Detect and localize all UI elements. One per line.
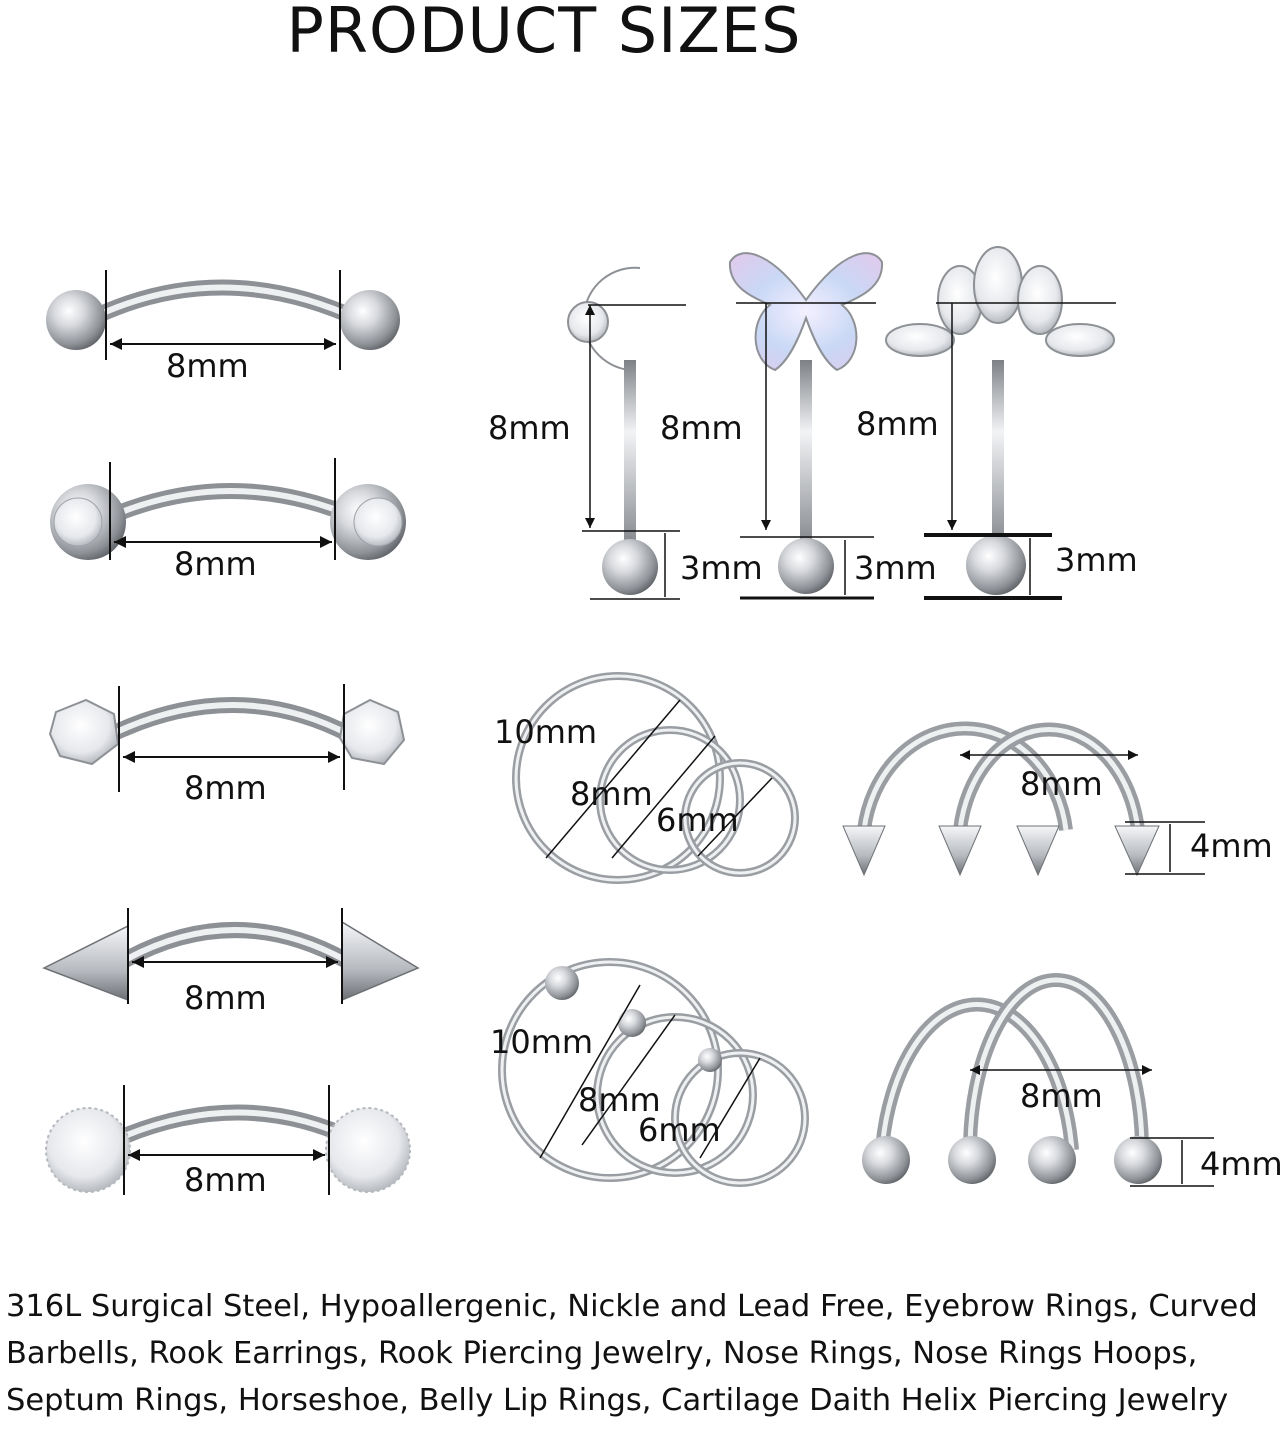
ball-horseshoe-width-label: 8mm [1020, 1077, 1103, 1115]
curved-barbell-pave-ball [45, 1085, 411, 1195]
bead-hoop-large-label: 10mm [490, 1023, 594, 1061]
butterfly-barbell [728, 252, 884, 600]
curved-barbell-spike [42, 908, 420, 1004]
hoop-large-label: 10mm [494, 713, 598, 751]
crown-barbell [885, 246, 1116, 600]
moon-barbell [567, 266, 686, 600]
bead-hoops [498, 958, 809, 1187]
crown-ball-label: 3mm [1055, 541, 1138, 579]
barbell-pave-length-label: 8mm [184, 1161, 267, 1199]
product-description: 316L Surgical Steel, Hypoallergenic, Nic… [6, 1289, 1258, 1418]
hoop-medium-label: 8mm [570, 775, 653, 813]
butterfly-length-label: 8mm [660, 409, 743, 447]
spike-horseshoe-end-label: 4mm [1190, 827, 1273, 865]
spike-horseshoe-width-label: 8mm [1020, 765, 1103, 803]
ball-horseshoe-end-label: 4mm [1200, 1145, 1281, 1183]
curved-barbell-crystal [48, 684, 406, 792]
moon-ball-label: 3mm [680, 549, 763, 587]
barbell-ball-length-label: 8mm [166, 347, 249, 385]
butterfly-ball-label: 3mm [854, 549, 937, 587]
ball-horseshoes [862, 973, 1214, 1187]
curved-barbell-ball [46, 270, 400, 370]
curved-barbell-gem-ball [50, 458, 406, 560]
page-title: PRODUCT SIZES [286, 0, 802, 67]
barbell-spike-length-label: 8mm [184, 979, 267, 1017]
barbell-gem-ball-length-label: 8mm [174, 545, 257, 583]
seamless-hoops [512, 672, 799, 884]
spike-horseshoes [842, 721, 1205, 877]
barbell-crystal-length-label: 8mm [184, 769, 267, 807]
hoop-small-label: 6mm [656, 801, 739, 839]
crown-length-label: 8mm [856, 405, 939, 443]
bead-hoop-medium-label: 8mm [578, 1081, 661, 1119]
moon-length-label: 8mm [488, 409, 571, 447]
bead-hoop-small-label: 6mm [638, 1111, 721, 1149]
